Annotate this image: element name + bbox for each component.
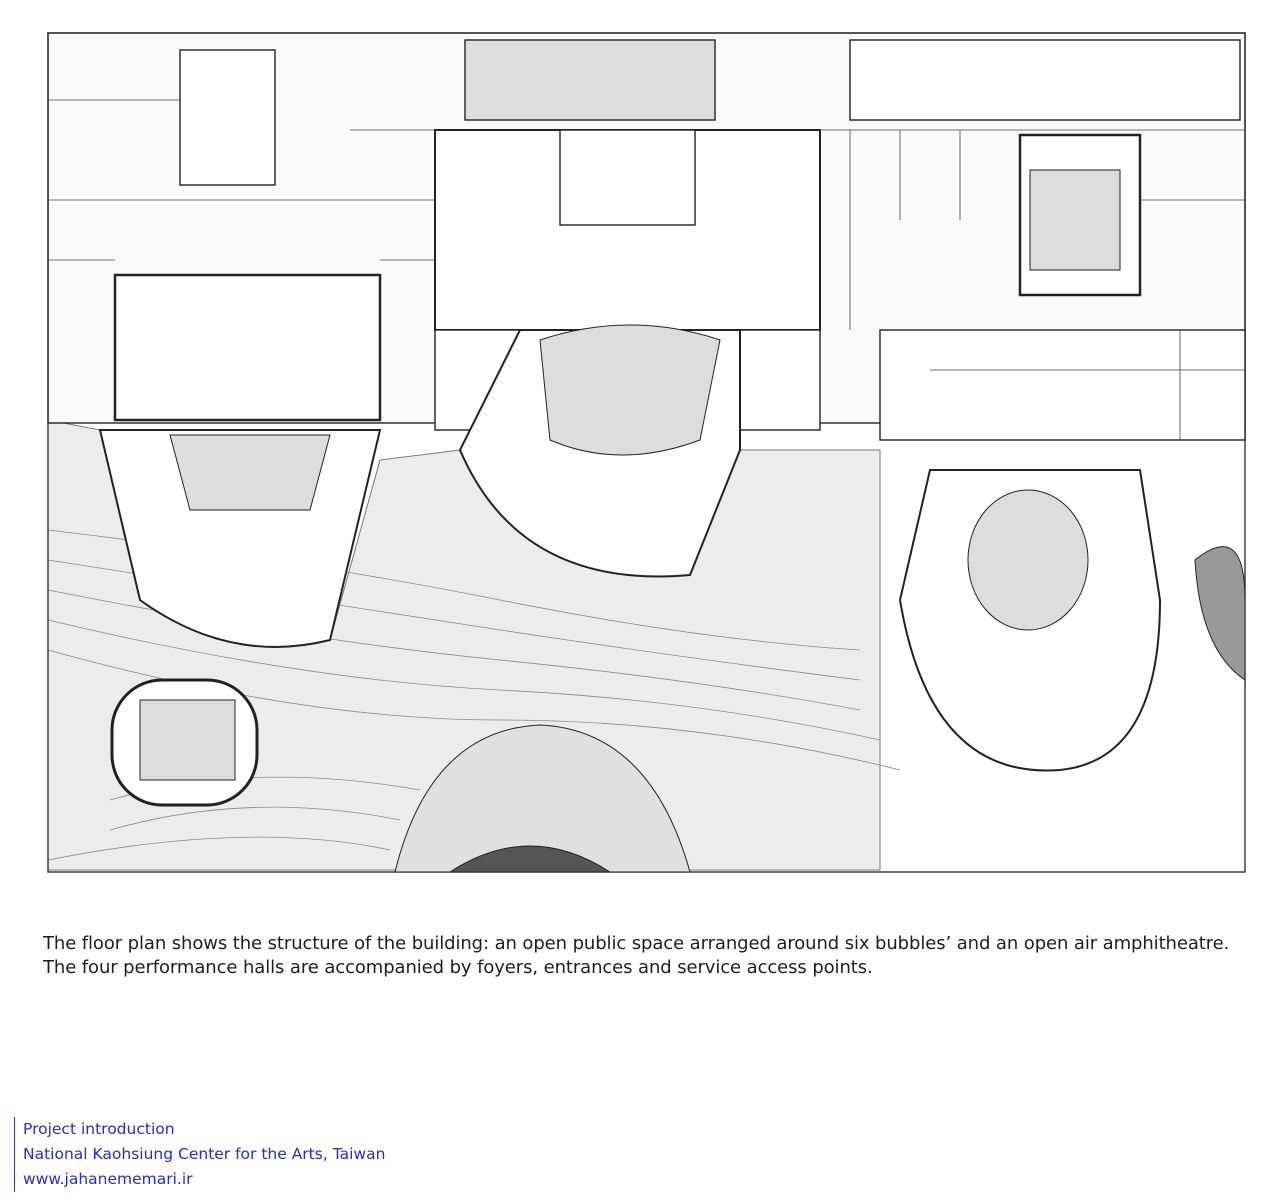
- performance-halls: [98, 169, 1246, 873]
- source-footer: Project introduction National Kaohsiung …: [14, 1117, 385, 1192]
- figure-caption: The floor plan shows the structure of th…: [43, 933, 1230, 978]
- footer-project-name: National Kaohsiung Center for the Arts, …: [23, 1145, 386, 1163]
- footer-website-link[interactable]: www.jahanememari.ir: [23, 1170, 193, 1188]
- footer-section-label: Project introduction: [23, 1120, 175, 1138]
- floor-plan-drawing: [47, 32, 1246, 873]
- interior-walls: [48, 99, 1245, 440]
